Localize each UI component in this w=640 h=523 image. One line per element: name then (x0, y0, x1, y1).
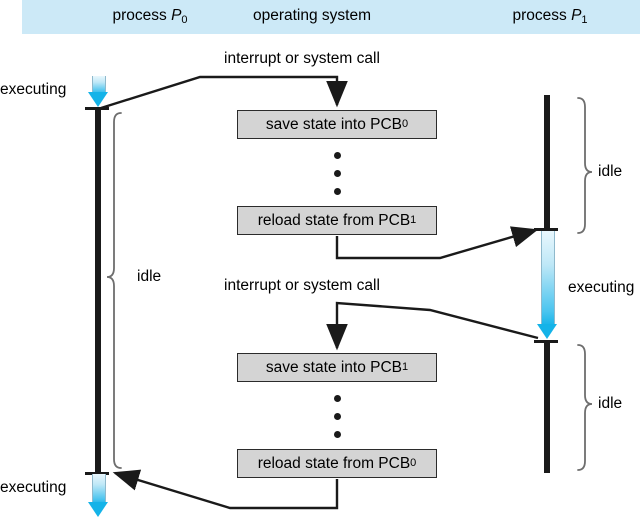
header-p0-symbol: P (171, 7, 182, 24)
brace-p0-idle (106, 112, 122, 469)
ellipsis-dot-bottom-2 (334, 413, 341, 420)
interrupt-label-top: interrupt or system call (224, 50, 380, 67)
p0-executing-label-top: executing (0, 81, 67, 98)
p0-executing-arrowhead-top (88, 92, 108, 107)
os-step-1-subscript: 1 (410, 214, 417, 226)
os-step-0-subscript: 0 (402, 118, 409, 130)
wire-os-to-p1-top (335, 226, 539, 260)
header-p1-symbol: P (571, 7, 582, 24)
header-label-operating-system: operating system (252, 7, 372, 24)
p1-idle-label-top: idle (598, 163, 623, 180)
ellipsis-dot-top-1 (334, 152, 341, 159)
header-p0-text: process (112, 7, 172, 24)
p0-executing-label-bottom: executing (0, 479, 67, 496)
p0-idle-label: idle (137, 268, 162, 285)
p0-executing-segment-top (92, 76, 106, 94)
header-p1-subscript: 1 (581, 14, 588, 26)
wire-p0-to-os-top (100, 75, 348, 110)
os-step-0-text: save state into PCB (265, 115, 402, 133)
os-step-1-text: reload state from PCB (257, 211, 411, 229)
os-step-2-text: save state into PCB (265, 358, 402, 376)
p1-idle-bar-bottom (544, 341, 550, 473)
brace-p1-idle-top (577, 97, 593, 234)
header-p1-text: process (512, 7, 572, 24)
header-label-process-p0: process P0 (60, 6, 240, 30)
ellipsis-dot-top-3 (334, 188, 341, 195)
brace-p1-idle-bottom (577, 344, 593, 471)
header-label-process-p1: process P1 (470, 6, 630, 30)
ellipsis-dot-bottom-3 (334, 431, 341, 438)
interrupt-label-bottom: interrupt or system call (224, 277, 380, 294)
p1-idle-bar-top (544, 95, 550, 228)
p1-idle-label-bottom: idle (598, 395, 623, 412)
p0-executing-segment-bottom (92, 474, 106, 504)
p1-executing-segment (541, 231, 555, 326)
ellipsis-dot-top-2 (334, 170, 341, 177)
os-step-3-text: reload state from PCB (257, 454, 411, 472)
os-step-2-subscript: 1 (402, 361, 409, 373)
p1-executing-label: executing (568, 279, 635, 296)
p1-executing-arrowhead (537, 324, 557, 339)
p0-executing-arrowhead-bottom (88, 502, 108, 517)
header-p0-subscript: 0 (181, 14, 188, 26)
ellipsis-dot-bottom-1 (334, 395, 341, 402)
os-step-3-subscript: 0 (410, 457, 417, 469)
p0-idle-bar (95, 108, 101, 473)
p0-tick-bottom (85, 472, 109, 475)
wire-os-to-p0-bottom (112, 469, 339, 510)
wire-p1-to-os-bottom (326, 301, 539, 351)
p1-tick-top (534, 228, 558, 231)
header-band (22, 0, 640, 34)
